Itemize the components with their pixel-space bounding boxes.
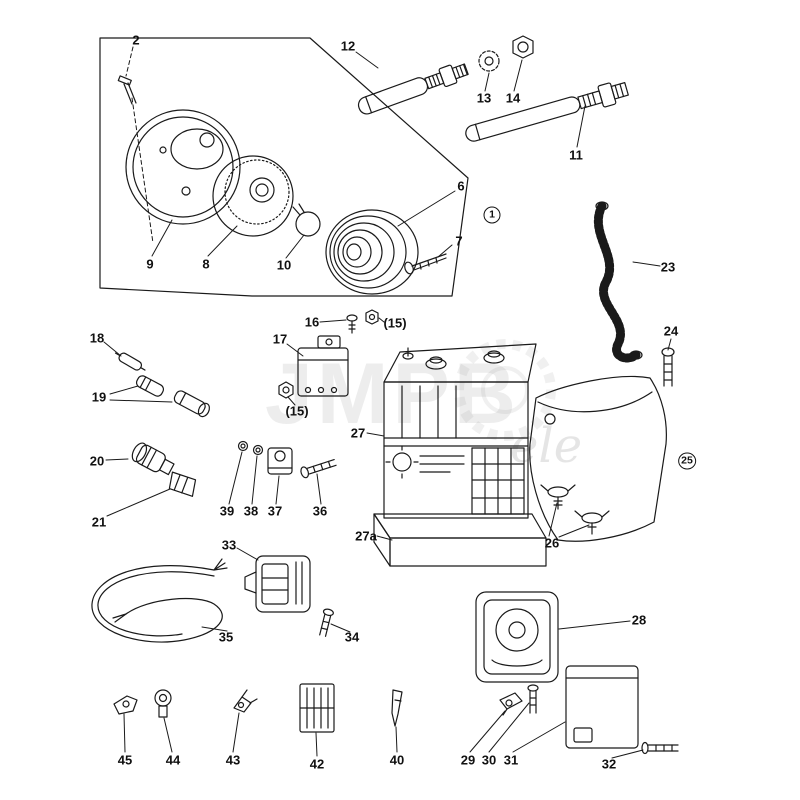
part-label-28: 28: [631, 612, 647, 628]
battery-strap-art: [593, 201, 643, 363]
watermark-text: JMPB: [265, 346, 520, 442]
part-label-12: 12: [340, 38, 356, 54]
sleeve-11-art: [465, 81, 629, 142]
switch-37-art: [267, 447, 293, 475]
screw-30-art: [527, 684, 539, 714]
part-label-32: 32: [601, 756, 617, 772]
part-label-36: 36: [312, 503, 328, 519]
headlamp-group-outline: [99, 37, 469, 297]
bulb-art: [292, 203, 321, 237]
part-label-7: 7: [455, 233, 463, 249]
part-label-33: 33: [221, 537, 237, 553]
part-label-27: 27: [350, 425, 366, 441]
part-label-2: 2: [132, 32, 140, 48]
part-label-21: 21: [91, 514, 107, 530]
ring-terminal-art: [154, 689, 172, 718]
part-label-39: 39: [219, 503, 235, 519]
battery-tray-art: [373, 513, 547, 567]
star-washer-art: [478, 50, 500, 72]
watermark-gear-icon: [454, 339, 556, 441]
pointed-cap-art: [391, 689, 403, 727]
screw-2-art: [117, 75, 137, 105]
part-label-18: 18: [89, 330, 105, 346]
part-label-35: 35: [218, 629, 234, 645]
leader-lines: [103, 51, 672, 759]
screw-34-art: [319, 608, 334, 637]
nut-15a-art: [365, 309, 379, 325]
part-label-26: 26: [544, 535, 560, 551]
battery-art: [383, 343, 537, 519]
bolt-24-art: [661, 347, 675, 387]
sleeve-12-art: [357, 63, 469, 115]
nut-15b-art: [278, 381, 294, 399]
regulator-33-art: [244, 555, 311, 613]
part-label-17: 17: [272, 331, 288, 347]
part-label-16: 16: [304, 314, 320, 330]
part-label-6: 6: [457, 178, 465, 194]
flasher-box-art: [565, 665, 639, 749]
screw-7-art: [404, 253, 447, 275]
part-label-15b: (15): [285, 403, 309, 419]
part-label-27a: 27a: [355, 528, 377, 544]
headlamp-bucket-art: [125, 109, 241, 225]
lens-art: [325, 209, 419, 295]
part-label-25-circled: 25: [678, 452, 696, 470]
wing-bolt-26b-art: [574, 510, 610, 535]
wing-bolt-26a-art: [540, 484, 576, 510]
part-label-13: 13: [476, 90, 492, 106]
part-label-24: 24: [663, 323, 679, 339]
part-label-19: 19: [91, 389, 107, 405]
washer-38-art: [252, 444, 264, 456]
part-label-1-circled: 1: [483, 206, 501, 224]
lamp-housing-art: [475, 591, 559, 683]
part-label-11: 11: [569, 147, 583, 163]
part-label-8: 8: [202, 256, 210, 272]
fuse-bulb-18-art: [114, 352, 146, 371]
part-label-40: 40: [389, 752, 405, 768]
part-label-37: 37: [267, 503, 283, 519]
part-label-15a: (15): [383, 315, 407, 331]
battery-cover-art: [529, 375, 667, 542]
part-label-31: 31: [503, 752, 519, 768]
washer-39-art: [237, 440, 249, 452]
part-label-44: 44: [165, 752, 181, 768]
dashed-leaders-2: [125, 46, 154, 244]
switch-21-art: [168, 471, 197, 497]
switch-20-art: [131, 442, 175, 476]
part-label-23: 23: [660, 259, 676, 275]
contact-clip-art: [233, 689, 258, 713]
part-label-30: 30: [481, 752, 497, 768]
part-label-42: 42: [309, 756, 325, 772]
spade-terminal-art: [113, 695, 138, 715]
clamp-29-art: [499, 692, 523, 716]
relay-art: [297, 335, 349, 397]
wiring-loom-art: [91, 558, 228, 643]
part-label-14: 14: [505, 90, 521, 106]
part-label-9: 9: [146, 256, 154, 272]
part-label-43: 43: [225, 752, 241, 768]
part-label-29: 29: [460, 752, 476, 768]
nut-14-art: [512, 35, 534, 59]
fuse-holder-19-art: [135, 375, 210, 418]
screw-32-art: [641, 741, 679, 755]
part-label-10: 10: [276, 257, 292, 273]
reflector-ring-art: [212, 155, 294, 237]
part-label-34: 34: [344, 629, 360, 645]
part-label-38: 38: [243, 503, 259, 519]
part-label-45: 45: [117, 752, 133, 768]
screw-36-art: [300, 458, 337, 479]
part-label-20: 20: [89, 453, 105, 469]
fuse-block-art: [299, 683, 335, 733]
screw-16-art: [346, 314, 358, 334]
